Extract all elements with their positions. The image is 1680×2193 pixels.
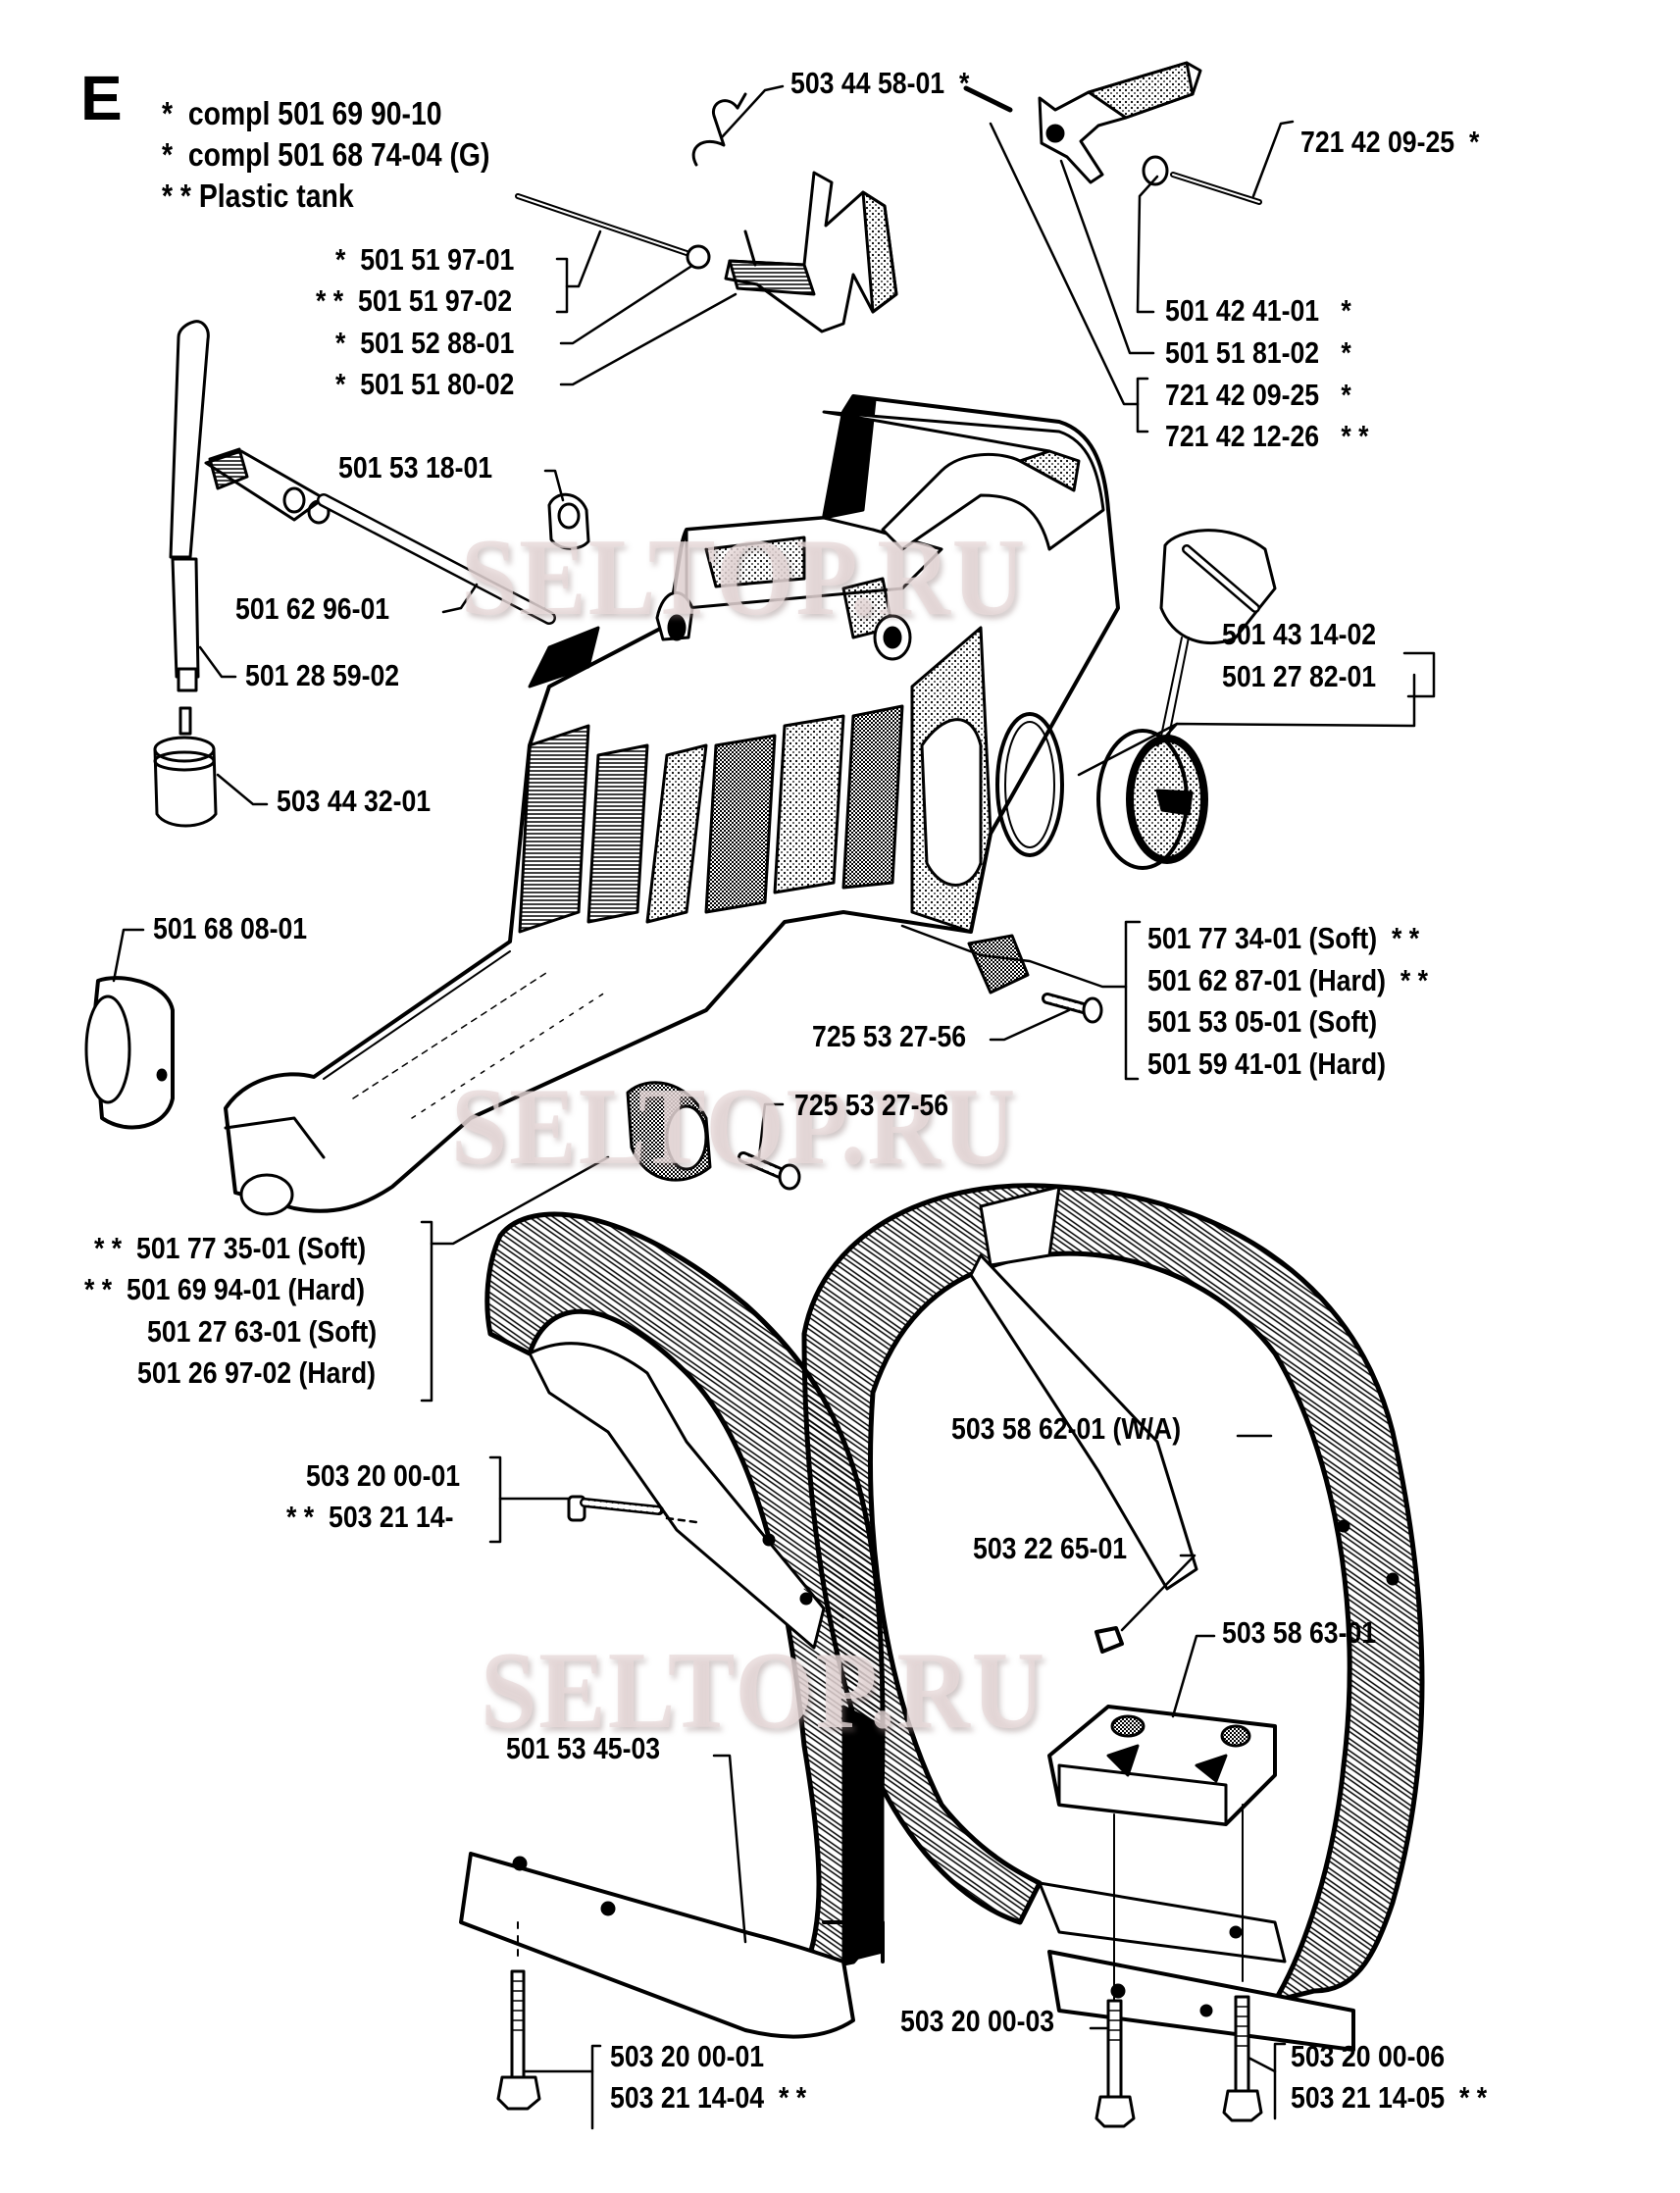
nut-part — [1095, 1626, 1124, 1654]
part-label-av-left-3: 501 27 63-01 (Soft) — [147, 1314, 378, 1349]
o-ring-part — [995, 712, 1064, 857]
spring-part — [691, 92, 747, 167]
bottom-bolt-right — [1222, 1804, 1263, 2122]
part-label-handle-bolt-1: 503 20 00-01 — [306, 1458, 461, 1493]
legend-line-3: * * Plastic tank — [162, 178, 354, 214]
part-label-buffer-top: 501 53 18-01 — [338, 450, 493, 484]
rear-handle-part — [459, 1211, 886, 2039]
bottom-bolt-left — [496, 1921, 541, 2111]
legend-line-2: * compl 501 68 74-04 (G) — [162, 136, 490, 173]
bottom-bolt-middle — [1095, 1813, 1136, 2128]
trigger-lever-part — [963, 61, 1262, 205]
part-label-bolt-mid: 503 20 00-03 — [900, 2004, 1055, 2038]
part-label-screw-b: 725 53 27-56 — [794, 1088, 949, 1122]
throttle-trigger-part — [686, 171, 898, 333]
section-letter: E — [80, 63, 123, 133]
part-label-av-right-3: 501 53 05-01 (Soft) — [1147, 1004, 1378, 1039]
part-label-throttle-4: * 501 51 80-02 — [335, 367, 515, 401]
part-label-fuel-hose: 501 28 59-02 — [245, 658, 400, 692]
part-label-bolt-right-2: 503 21 14-05 * * — [1291, 2080, 1488, 2115]
part-label-handle-bolt-2: * * 503 21 14- — [286, 1500, 454, 1534]
part-label-av-right-4: 501 59 41-01 (Hard) — [1147, 1046, 1387, 1081]
front-handle-part — [801, 1183, 1425, 2052]
handle-bracket-part — [1047, 1705, 1277, 1826]
part-label-bolt-right-1: 503 20 00-06 — [1291, 2039, 1446, 2073]
part-label-av-right-1: 501 77 34-01 (Soft) * * — [1147, 921, 1420, 955]
leader-lines — [112, 84, 1436, 2130]
part-label-av-right-2: 501 62 87-01 (Hard) * * — [1147, 963, 1429, 997]
part-label-screw-a: 725 53 27-56 — [812, 1019, 967, 1053]
part-label-av-left-2: * * 501 69 94-01 (Hard) — [84, 1272, 366, 1306]
connector-rod-part — [204, 447, 556, 625]
part-label-fuel-cap-2: 501 27 82-01 — [1222, 659, 1377, 693]
av-element-right-part — [967, 934, 1103, 1024]
part-label-bolt-left-2: 503 21 14-04 * * — [610, 2080, 807, 2115]
fuel-filter-part — [153, 706, 218, 828]
part-label-fuel-filter: 503 44 32-01 — [277, 784, 432, 818]
part-label-throttle-3: * 501 52 88-01 — [335, 326, 515, 360]
part-label-nut: 503 22 65-01 — [973, 1531, 1128, 1565]
pin-rod — [515, 193, 689, 256]
part-label-spring: 503 44 58-01 * — [790, 66, 970, 100]
part-label-trigger-4: 721 42 12-26 * * — [1165, 419, 1369, 453]
fuel-cap-part — [1096, 529, 1277, 870]
legend-line-1: * compl 501 69 90-10 — [162, 95, 442, 131]
part-label-trigger-2: 501 51 81-02 * — [1165, 335, 1351, 370]
part-label-front-handle: 503 58 62-01 (W/A) — [951, 1411, 1182, 1446]
part-label-fuel-cap-1: 501 43 14-02 — [1222, 617, 1377, 651]
part-label-bracket: 503 58 63-01 — [1222, 1615, 1377, 1650]
part-label-throttle-1: * 501 51 97-01 — [335, 242, 515, 277]
av-element-left-part — [626, 1081, 801, 1191]
part-label-buffer-left: 501 68 08-01 — [153, 911, 308, 945]
buffer-left-part — [84, 976, 175, 1130]
handle-bolt-part — [567, 1495, 664, 1522]
part-label-trigger-3: 721 42 09-25 * — [1165, 378, 1351, 412]
part-label-bolt-left-1: 503 20 00-01 — [610, 2039, 765, 2073]
part-label-rod: 501 62 96-01 — [235, 591, 390, 626]
part-label-av-left-1: * * 501 77 35-01 (Soft) — [94, 1231, 367, 1265]
part-label-trigger-1: 501 42 41-01 * — [1165, 293, 1351, 328]
fuel-tank-housing — [224, 394, 1120, 1216]
part-label-av-left-4: 501 26 97-02 (Hard) — [137, 1355, 377, 1390]
fuel-hose-part — [169, 320, 210, 692]
part-label-throttle-2: * * 501 51 97-02 — [316, 283, 513, 318]
part-label-pin-right: 721 42 09-25 * — [1300, 125, 1480, 159]
part-label-rear-handle: 501 53 45-03 — [506, 1731, 661, 1765]
